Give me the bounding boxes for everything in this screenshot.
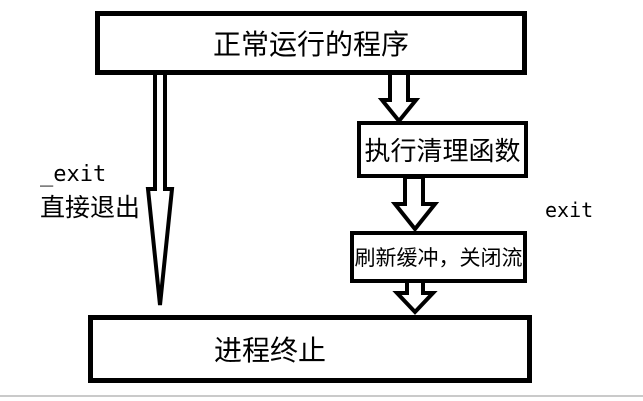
node-flush-buffers-label: 刷新缓冲，关闭流 [354,247,523,270]
label-direct-exit: 直接退出 [40,194,141,222]
node-running-program: 正常运行的程序 [95,11,527,75]
node-flush-buffers: 刷新缓冲，关闭流 [350,231,527,283]
bottom-divider-line [0,395,643,397]
arrow-cleanup-to-flush [390,175,440,233]
arrow-exit-direct [145,71,175,306]
node-process-terminate-label: 进程终止 [213,335,326,366]
node-process-terminate: 进程终止 [88,315,532,383]
arrow-flush-to-terminate [392,279,438,315]
label-exit: exit [545,198,594,222]
node-cleanup-functions-label: 执行清理函数 [364,136,521,166]
node-cleanup-functions: 执行清理函数 [357,121,528,178]
arrow-running-to-cleanup [377,71,421,125]
node-running-program-label: 正常运行的程序 [212,29,409,60]
label-underscore-exit: _exit [40,162,107,187]
